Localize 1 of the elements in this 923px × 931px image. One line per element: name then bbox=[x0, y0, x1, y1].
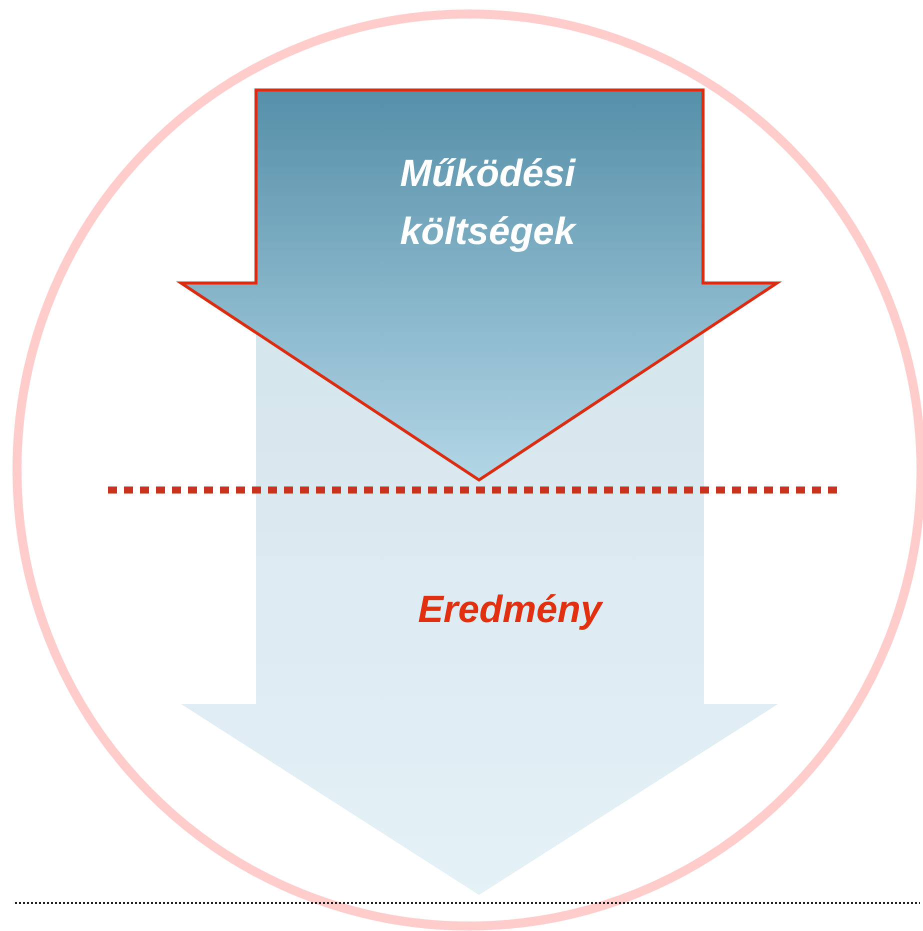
arrow-label: Eredmény bbox=[418, 588, 604, 633]
